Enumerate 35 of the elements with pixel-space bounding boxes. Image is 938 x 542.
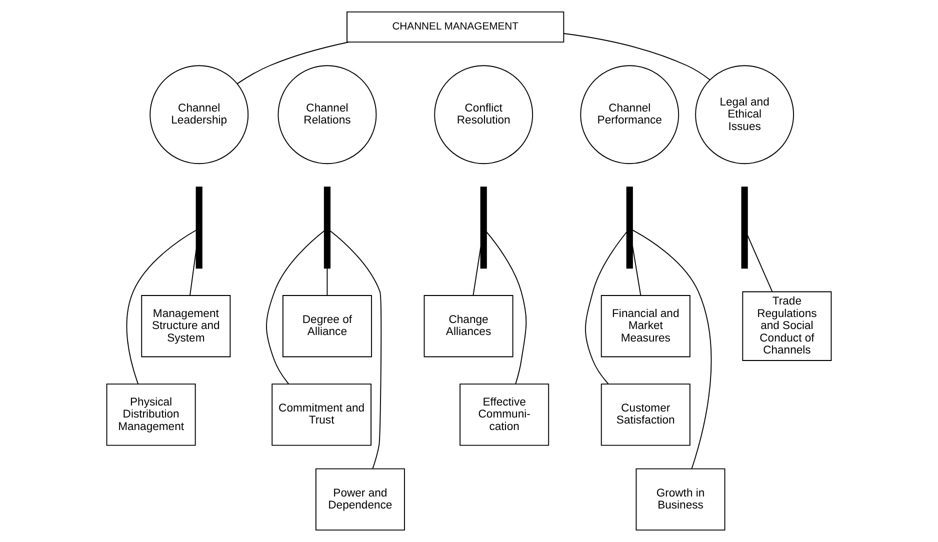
connector [563,33,710,80]
connector [266,230,325,384]
connector [126,230,197,384]
node-box: CHANNEL MANAGEMENT [346,11,564,43]
node-circle: Channel Performance [580,65,680,164]
node-box: Commitment and Trust [272,384,372,446]
connector [632,245,642,296]
node-box: Trade Regulations and Social Conduct of Channels [742,291,832,361]
connector [330,230,382,470]
connector [632,230,712,470]
connector [472,246,482,296]
connector [486,232,527,384]
connector [326,268,328,296]
node-box: Effective Communi- cation [460,384,550,446]
node-bar [324,186,331,269]
connector [747,234,773,292]
connector [585,232,628,384]
node-circle: Channel Relations [278,65,377,164]
node-box: Financial and Market Measures [600,295,690,358]
node-box: Degree of Alliance [282,295,372,358]
node-box: Power and Dependence [315,468,405,531]
node-bar [196,186,202,269]
node-box: Physical Distribution Management [106,384,196,446]
node-circle: Channel Leadership [150,65,249,164]
node-bar [480,186,487,269]
connector [237,42,350,84]
node-circle: Legal and Ethical Issues [695,65,794,164]
connector [190,248,197,296]
node-box: Customer Satisfaction [600,384,690,446]
node-box: Growth in Business [636,468,726,531]
node-circle: Conflict Resolution [434,65,534,164]
node-bar [626,186,633,269]
node-bar [741,186,748,269]
node-box: Change Alliances [424,295,514,358]
node-box: Management Structure and System [141,295,231,358]
